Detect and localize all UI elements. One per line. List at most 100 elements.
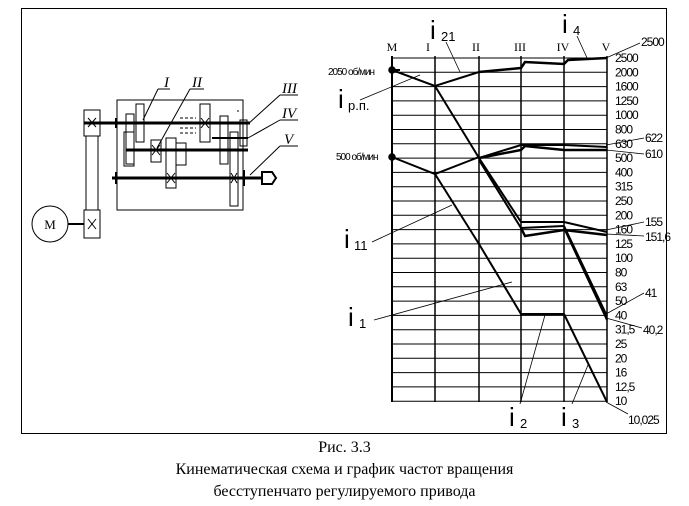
kin-shaft-label: I [163, 75, 170, 91]
ratio-ray [478, 144, 607, 160]
output-coupling [261, 171, 278, 185]
gear-6 [175, 142, 187, 166]
ratio-sub: р.п. [348, 98, 370, 113]
speed-tick-label: 400 [615, 165, 633, 179]
speed-tick-label: 1600 [615, 80, 639, 94]
figure-drawing: М [31, 9, 672, 432]
ratio-rays [391, 56, 608, 403]
ratio-sub: 21 [441, 29, 455, 44]
gear-3 [123, 131, 135, 167]
speed-tick-label: 1250 [615, 94, 639, 108]
result-label: 41 [645, 286, 658, 300]
gear-4 [150, 139, 162, 163]
ratio-sub: 2 [520, 416, 527, 431]
result-label: 155 [645, 215, 663, 229]
graph-shaft-label: III [514, 40, 526, 54]
speed-tick-label: 63 [615, 280, 628, 294]
ratio-labels: i 21 i 4 i р.п. i 11 i 1 i 2 i 3 [338, 9, 580, 432]
figure-number: Рис. 3.3 [318, 439, 371, 456]
gear-9 [229, 131, 239, 207]
graph-shaft-labels: М I II III IV V [387, 40, 611, 54]
result-leaders [605, 42, 645, 415]
input-speed-label: 2050 об/мин [328, 66, 375, 78]
speed-tick-label: 315 [615, 180, 633, 194]
result-speed-labels: 2500 622 610 155 151,6 41 40,2 10,025 [628, 35, 672, 427]
speed-tick-label: 40 [615, 308, 628, 322]
kin-shaft-label: V [284, 132, 295, 148]
speed-tick-label: 10 [615, 394, 628, 408]
speed-tick-label: 125 [615, 237, 633, 251]
ratio-main: i [348, 302, 354, 332]
speed-tick-label: 200 [615, 208, 633, 222]
ratio-sub: 4 [573, 23, 580, 38]
graph-shaft-label: V [602, 40, 611, 54]
gearbox-housing [116, 99, 244, 211]
ratio-ray [563, 221, 608, 233]
speed-tick-label: 160 [615, 223, 633, 237]
speed-tick-label: 630 [615, 137, 633, 151]
speed-tick-label: 250 [615, 194, 633, 208]
graph-shaft-label: I [426, 40, 430, 54]
ratio-main: i [561, 402, 567, 432]
speed-tick-label: 2000 [615, 65, 639, 79]
ratio-ray [434, 173, 480, 245]
ratio-ray [478, 157, 564, 223]
ratio-main: i [344, 224, 350, 254]
kin-shaft-label: III [281, 81, 298, 97]
ratio-main: i [509, 402, 515, 432]
ratio-sub: 3 [572, 416, 579, 431]
ratio-sub: 11 [354, 238, 368, 253]
input-speed-label: 500 об/мин [336, 151, 378, 163]
graph-shaft-label: IV [557, 40, 570, 54]
graph-shaft-label: II [472, 40, 480, 54]
result-label: 40,2 [643, 323, 664, 337]
result-label: 610 [645, 147, 663, 161]
figure-frame [21, 8, 667, 434]
result-label: 2500 [641, 35, 665, 49]
ratio-ray [434, 85, 608, 160]
caption-line-1: Кинематическая схема и график частот вра… [175, 461, 514, 478]
ratio-ray [563, 227, 608, 321]
ratio-ray [519, 227, 608, 238]
speed-tick-label: 800 [615, 123, 633, 137]
kinematic-shaft-labels: I II III IV V [163, 75, 298, 148]
ratio-ray [478, 243, 564, 315]
shaft-lines [388, 56, 608, 402]
graph-shaft-label: М [387, 40, 398, 54]
kinematic-scheme: М [31, 88, 298, 243]
speed-tick-label: 80 [615, 266, 628, 280]
speed-grid [392, 57, 607, 402]
speed-tick-label: 500 [615, 151, 633, 165]
caption-line-2: бесступенчато регулируемого привода [213, 483, 476, 500]
ratio-main: i [562, 9, 568, 39]
speed-tick-label: 12,5 [615, 380, 636, 394]
ratio-ray [563, 313, 608, 403]
speed-tick-label: 16 [615, 366, 628, 380]
gear-10 [239, 119, 248, 147]
motor-label: М [44, 217, 56, 232]
result-label: 151,6 [645, 230, 671, 244]
pulley-lower [83, 209, 101, 239]
kin-shaft-label: II [191, 75, 203, 91]
ratio-leaders [359, 35, 589, 405]
speed-graph: М I II III IV V 250020001600125010008006… [328, 9, 672, 432]
speed-tick-label: 2500 [615, 51, 639, 65]
kin-shaft-label: IV [281, 106, 298, 122]
gear-2 [135, 103, 145, 143]
ratio-ray [478, 56, 608, 74]
gear-5 [165, 137, 177, 189]
speed-tick-label: 50 [615, 294, 628, 308]
ratio-main: i [338, 84, 344, 114]
speed-tick-label: 100 [615, 251, 633, 265]
speed-tick-labels: 2500200016001250100080063050040031525020… [615, 51, 640, 408]
speed-tick-label: 25 [615, 337, 628, 351]
gear-7 [199, 103, 211, 143]
speed-tick-label: 1000 [615, 108, 639, 122]
speed-tick-label: 20 [615, 351, 628, 365]
ratio-sub: 1 [359, 316, 366, 331]
gear-8 [219, 115, 229, 165]
ratio-main: i [430, 15, 436, 45]
speed-tick-label: 31,5 [615, 323, 636, 337]
result-label: 10,025 [628, 413, 660, 427]
result-label: 622 [645, 131, 663, 145]
